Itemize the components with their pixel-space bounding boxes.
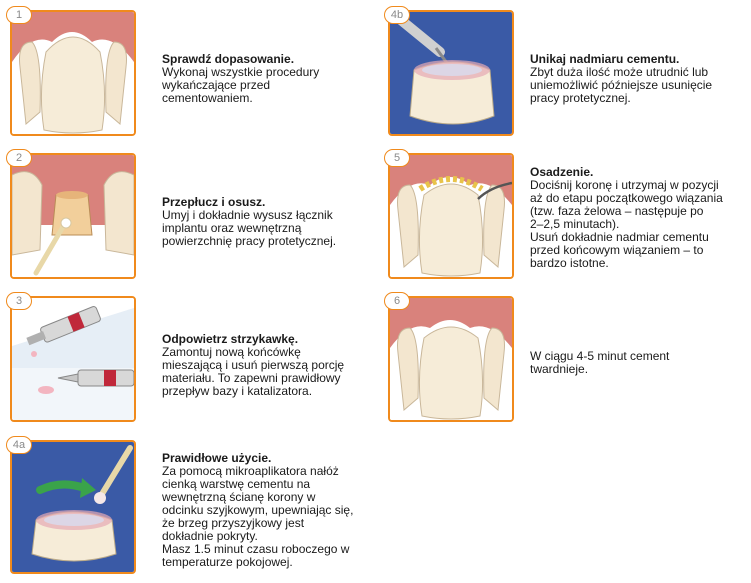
step-badge: 2 <box>6 149 32 167</box>
step-badge: 4a <box>6 436 32 454</box>
illustration-seating <box>388 153 514 279</box>
step-4b-text: Unikaj nadmiaru cementu. Zbyt duża ilość… <box>530 53 751 105</box>
step-badge: 5 <box>384 149 410 167</box>
illustration-bleed-syringe <box>10 296 136 422</box>
step-badge: 1 <box>6 6 32 24</box>
step-title: Przepłucz i osusz. <box>162 195 266 209</box>
step-badge: 6 <box>384 292 410 310</box>
step-description: Za pomocą mikroaplikatora nałóż cienką w… <box>162 464 354 569</box>
step-5-text: Osadzenie. Dociśnij koronę i utrzymaj w … <box>530 166 751 270</box>
step-description: Wykonaj wszystkie procedury wykańczające… <box>162 65 320 105</box>
illustration-avoid-excess <box>388 10 514 136</box>
step-1-text: Sprawdź dopasowanie. Wykonaj wszystkie p… <box>162 53 372 105</box>
step-6-text: W ciągu 4-5 minut cement twardnieje. <box>530 350 750 376</box>
step-description: Dociśnij koronę i utrzymaj w pozycji aż … <box>530 178 723 270</box>
step-3-text: Odpowietrz strzykawkę. Zamontuj nową koń… <box>162 333 382 398</box>
step-badge: 4b <box>384 6 410 24</box>
step-title: Osadzenie. <box>530 165 594 179</box>
illustration-check-fit <box>10 10 136 136</box>
step-badge: 3 <box>6 292 32 310</box>
step-description: Zamontuj nową końcówkę mieszającą i usuń… <box>162 345 345 398</box>
step-description: Umyj i dokładnie wysusz łącznik implantu… <box>162 208 337 248</box>
step-description: Zbyt duża ilość może utrudnić lub uniemo… <box>530 65 713 105</box>
illustration-cement-sets <box>388 296 514 422</box>
step-title: Prawidłowe użycie. <box>162 451 272 465</box>
illustration-rinse-dry <box>10 153 136 279</box>
illustration-apply-cement <box>10 440 136 574</box>
step-title: Unikaj nadmiaru cementu. <box>530 52 680 66</box>
step-title: Sprawdź dopasowanie. <box>162 52 295 66</box>
step-title: Odpowietrz strzykawkę. <box>162 332 299 346</box>
step-4a-text: Prawidłowe użycie. Za pomocą mikroaplika… <box>162 452 387 569</box>
step-description: W ciągu 4-5 minut cement twardnieje. <box>530 349 670 376</box>
step-2-text: Przepłucz i osusz. Umyj i dokładnie wysu… <box>162 196 382 248</box>
